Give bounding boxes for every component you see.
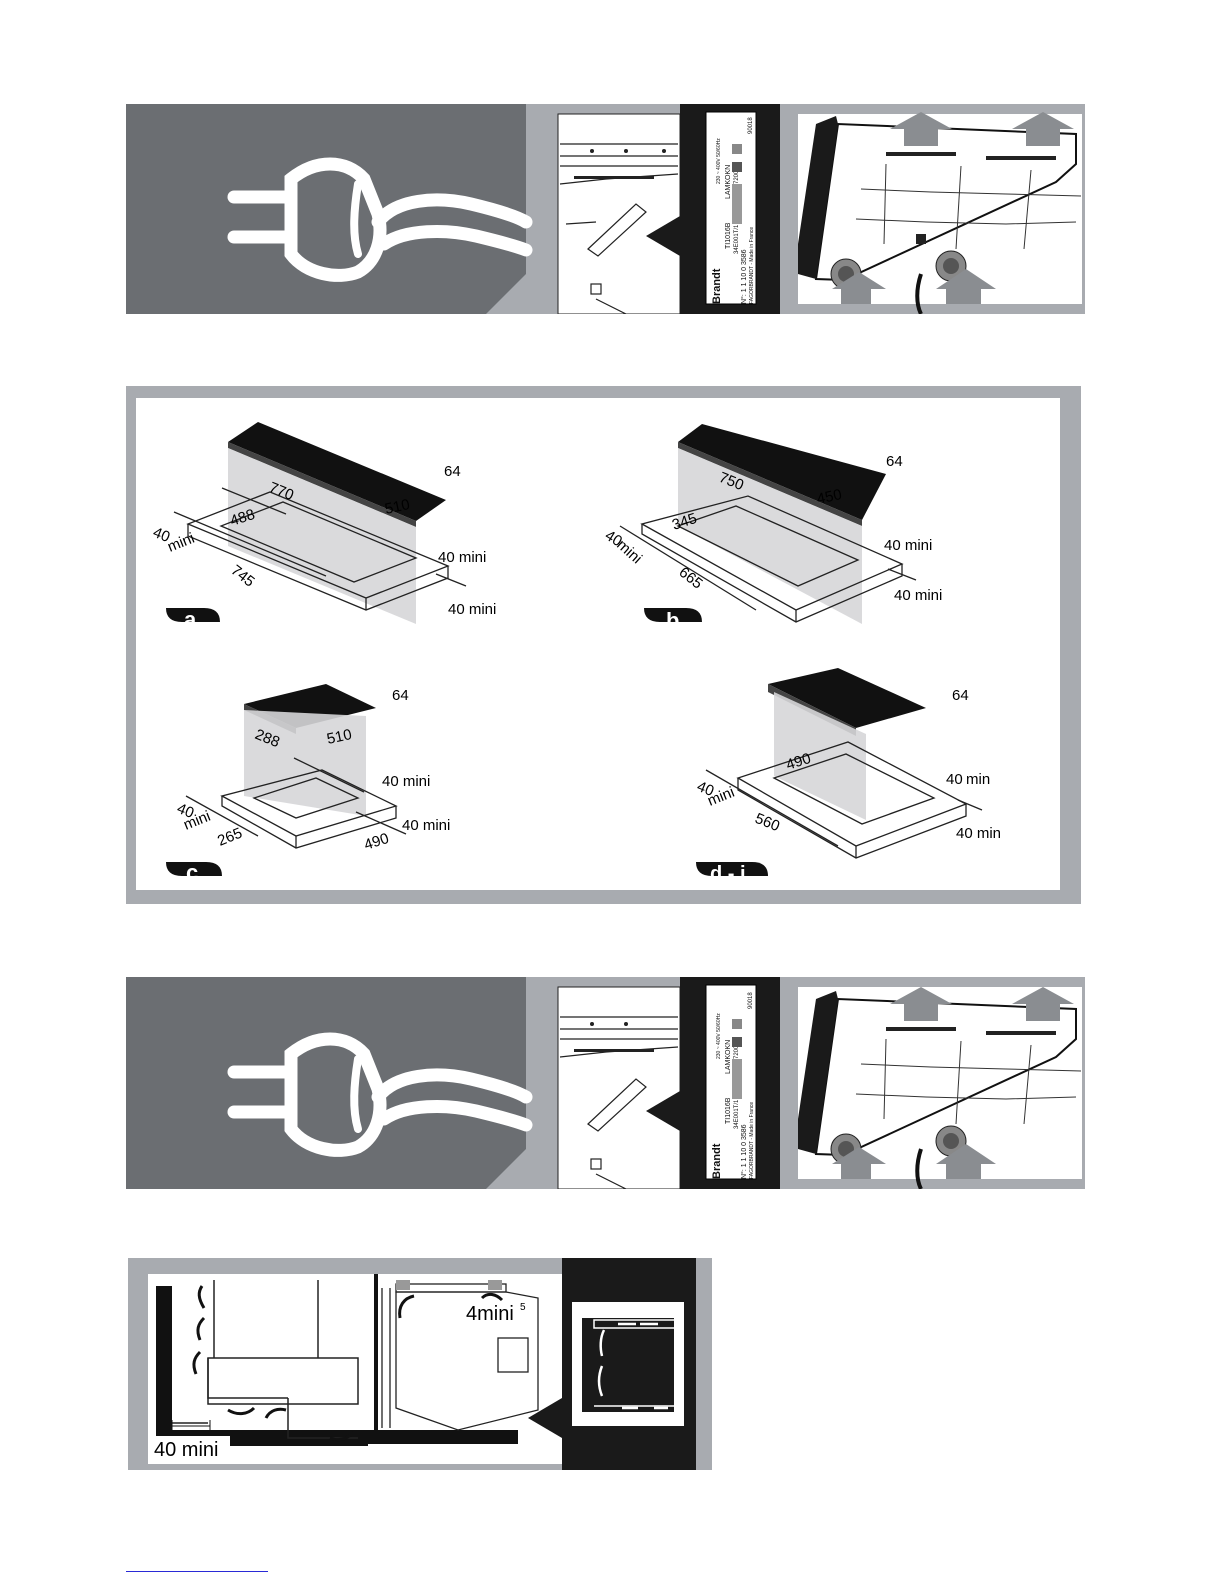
plate-row2: LAMKOKN [725,165,732,199]
c-cut-depth: 490 [362,830,391,854]
cutout-a: 64 770 510 488 745 40 mini 40 mini 40 mi… [151,422,496,632]
power-plug-icon [227,157,533,282]
dj-cut-depth: 490 [784,750,813,774]
clearance-top-label: 4mini [466,1303,514,1325]
plate2-company: FAGORBRANDT - Made in France [749,1102,755,1179]
b-cut-depth: 345 [670,510,699,534]
b-height: 64 [886,453,903,470]
airflow-arrow-icon [832,987,1074,1179]
plate-row4: 34E001T/1 [734,224,740,254]
airflow-arrow-icon [398,1292,504,1319]
plate2-row1: TI1016B [725,1097,732,1124]
plate-serial: N°: 1 1 10 0 3586 [740,249,748,304]
airflow-arrow-icon [192,1285,356,1442]
plug-panel-top: Brandt TI1016B LAMKOKN 7200 W 34E001T/1 … [126,104,1085,315]
c-clearance-back: 40 mini [382,773,430,790]
a-cut-width: 745 [228,562,258,591]
c-depth: 510 [325,726,353,748]
cutout-c: 64 288 510 490 265 40 mini 40 mini 40 mi… [166,684,450,885]
a-label: a [184,607,197,632]
plate2-row4: 34E001T/1 [734,1099,740,1129]
a-cut-depth: 488 [228,506,257,530]
plug-panel-bottom: Brandt TI1016B LAMKOKN 7200 W 34E001T/1 … [126,977,1085,1190]
a-clearance-front: 40 mini [448,601,496,618]
dj-cut-width: 560 [753,810,783,835]
plug-connection-illustration: Brandt TI1016B LAMKOKN 7200 W 34E001T/1 … [126,104,1085,315]
plate2-row2: LAMKOKN [725,1040,732,1074]
c-clearance-front: 40 mini [402,817,450,834]
dj-label: d - j [710,863,746,885]
a-clearance-back: 40 mini [438,549,486,566]
plug-connection-illustration-2: Brandt TI1016B LAMKOKN 7200 W 34E001T/1 … [126,977,1085,1190]
dj-clearance-back-unit: min [966,771,990,788]
plate2-code: 90018 [748,992,754,1009]
cutout-b: 64 750 450 345 665 40 mini 40 mini 40 mi… [602,424,942,633]
plate2-brand: Brandt [711,1143,723,1179]
power-plug-icon [227,1032,533,1157]
dj-clearance-left: 40 [695,778,717,800]
ventilation-diagram: 40 mini 4mini 5 [128,1258,712,1470]
plate-company: FAGORBRANDT - Made in France [749,227,755,304]
a-clearance-left: 40 [151,524,173,546]
c-height: 64 [392,687,409,704]
footer-link-line [126,1571,268,1572]
a-height: 64 [444,463,461,480]
dj-height: 64 [952,687,969,704]
ventilation-clearance-panel: 40 mini 4mini 5 [128,1258,712,1470]
plate-code: 90018 [748,117,754,134]
plate2-serial: N°: 1 1 10 0 3586 [740,1124,748,1179]
cutout-diagrams: 64 770 510 488 745 40 mini 40 mini 40 mi… [151,422,1001,885]
b-clearance-front: 40 mini [894,587,942,604]
c-cut-width: 265 [215,825,245,850]
b-depth: 450 [815,486,843,508]
air-intake-grille-right [935,250,967,282]
plate2-row3: 7200 W [734,1038,740,1059]
plate-row5: 230 ~ 400V 50/60Hz [716,138,722,184]
airflow-arrow-icon [832,112,1074,304]
dj-clearance-back-num: 40 [946,771,963,788]
a-depth: 510 [383,496,411,518]
dj-clearance-front: 40 min [956,825,1001,842]
b-clearance-left: 40 [602,527,625,550]
cutout-d-j: 64 490 560 40 mini 40 min 40 min d - j [695,668,1001,885]
cutout-dimensions-panel: 64 770 510 488 745 40 mini 40 mini 40 mi… [126,386,1081,904]
c-label: c [186,860,198,885]
b-label: b [666,608,679,633]
rating-plate-2: Brandt TI1016B LAMKOKN 7200 W 34E001T/1 … [711,992,755,1179]
clearance-bottom-label: 40 mini [154,1439,218,1461]
plate-row3: 7200 W [734,163,740,184]
clearance-top-suffix: 5 [520,1302,526,1313]
c-clearance-left: 40 [175,800,197,822]
plate2-row5: 230 ~ 400V 50/60Hz [716,1013,722,1059]
airflow-arrow-icon [597,1322,668,1410]
rating-plate: Brandt TI1016B LAMKOKN 7200 W 34E001T/1 … [711,117,755,304]
plate-brand: Brandt [711,268,723,304]
plate-row1: TI1016B [725,222,732,249]
b-clearance-back: 40 mini [884,537,932,554]
